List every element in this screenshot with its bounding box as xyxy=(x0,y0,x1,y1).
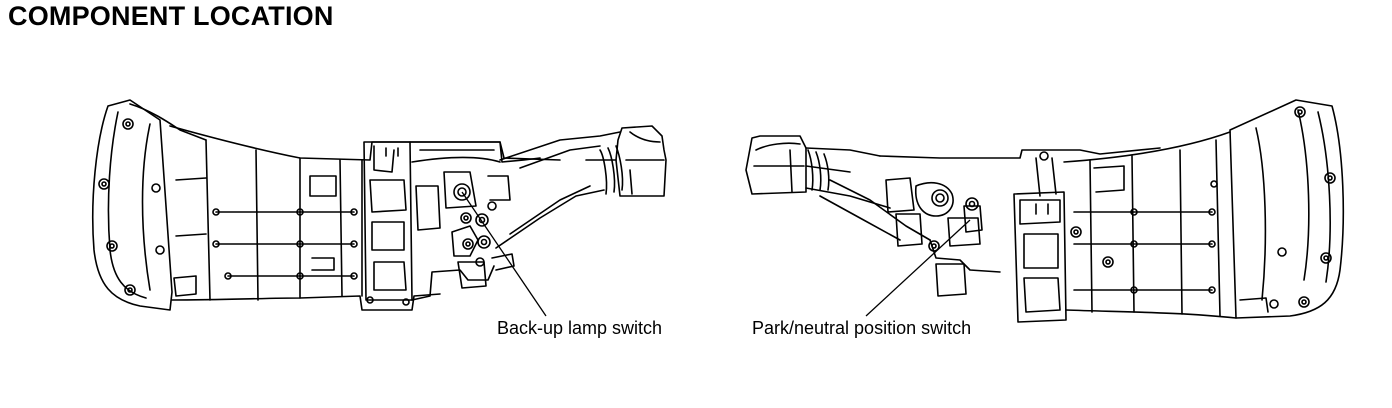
main-case-left xyxy=(169,125,561,161)
rear-cover-right xyxy=(745,135,807,195)
park-neutral-switch-label: Park/neutral position switch xyxy=(752,318,971,338)
transmission-left-view xyxy=(91,99,667,311)
bell-housing-left xyxy=(91,99,173,311)
park-neutral-switch-leader xyxy=(865,219,971,317)
main-case-right xyxy=(879,147,1161,159)
backup-lamp-switch-label: Back-up lamp switch xyxy=(497,318,662,338)
rear-cover-left xyxy=(615,125,667,197)
adapter-case-right xyxy=(1013,191,1067,323)
bell-housing-right xyxy=(1229,99,1345,319)
backup-lamp-switch-leader xyxy=(461,191,547,317)
park-neutral-switch-part xyxy=(963,205,983,233)
backup-lamp-switch-part xyxy=(453,183,471,201)
page-title: COMPONENT LOCATION xyxy=(8,1,334,31)
transmission-right-view xyxy=(745,99,1345,323)
